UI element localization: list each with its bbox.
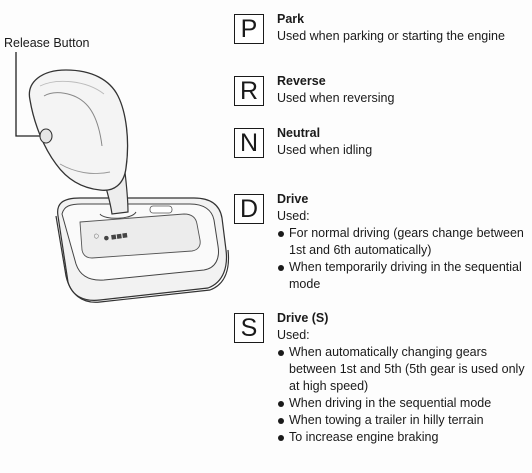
svg-text:○: ○ (93, 232, 99, 240)
gear-text-reverse: Reverse Used when reversing (277, 73, 530, 107)
list-item: When towing a trailer in hilly terrain (277, 412, 530, 429)
list-item: To increase engine braking (277, 429, 530, 446)
gear-p-icon: P (234, 14, 264, 44)
release-button-icon (39, 128, 53, 144)
release-button-leader-line (15, 52, 42, 137)
shift-lever-illustration: Release Button ○ ● ■■■ (0, 0, 230, 468)
gear-n-icon: N (234, 128, 264, 158)
list-item: When driving in the sequential mode (277, 395, 530, 412)
gear-name-drive-s: Drive (S) (277, 311, 329, 325)
gear-text-drive-s: Drive (S) Used: When automatically chang… (277, 310, 530, 446)
shift-knob (28, 69, 129, 191)
gear-text-drive: Drive Used: For normal driving (gears ch… (277, 191, 530, 293)
gear-text-neutral: Neutral Used when idling (277, 125, 530, 159)
gear-d-icon: D (234, 194, 264, 224)
gear-name-reverse: Reverse (277, 74, 326, 88)
svg-text:● ■■■: ● ■■■ (103, 232, 128, 242)
gear-desc-neutral: Used when idling (277, 143, 373, 157)
gear-s-icon: S (234, 313, 264, 343)
gear-desc-park: Used when parking or starting the engine (277, 29, 505, 43)
list-item: For normal driving (gears change between… (277, 225, 530, 259)
release-button-label: Release Button (4, 36, 90, 50)
gear-name-neutral: Neutral (277, 126, 321, 140)
gear-name-park: Park (277, 12, 305, 26)
list-item: When temporarily driving in the sequenti… (277, 259, 530, 293)
gear-desc-drive-s: Used: (277, 328, 310, 342)
gear-desc-reverse: Used when reversing (277, 91, 395, 105)
drive-bullet-list: For normal driving (gears change between… (277, 225, 530, 293)
gear-name-drive: Drive (277, 192, 309, 206)
drive-s-bullet-list: When automatically changing gears betwee… (277, 344, 530, 446)
gear-r-icon: R (234, 76, 264, 106)
gear-desc-drive: Used: (277, 209, 310, 223)
shift-lever-drawing: ○ ● ■■■ (15, 52, 230, 303)
list-item: When automatically changing gears betwee… (277, 344, 530, 395)
gear-text-park: Park Used when parking or starting the e… (277, 11, 530, 45)
